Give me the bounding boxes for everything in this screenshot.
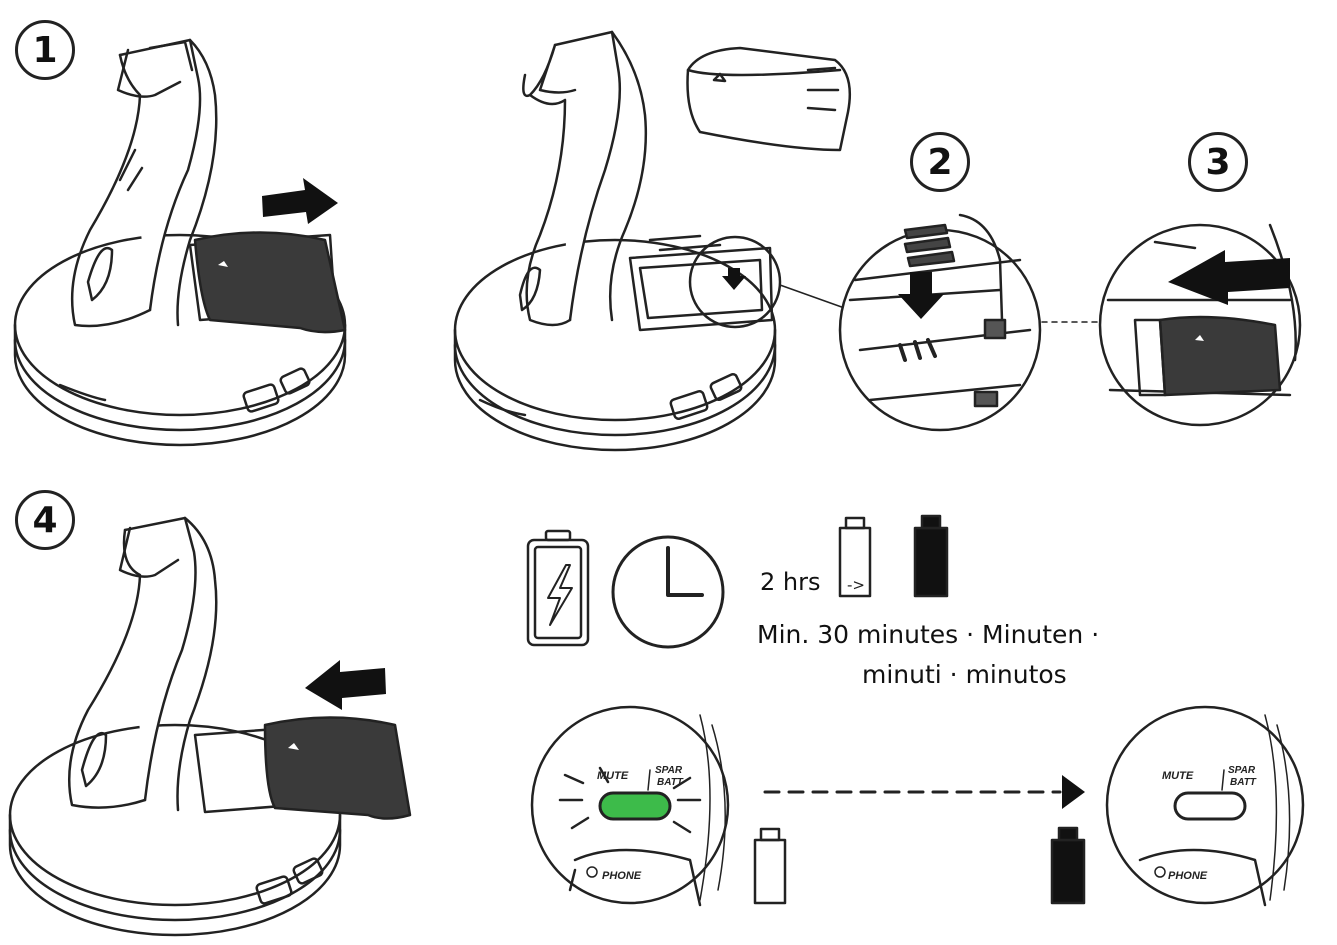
battery-charging-icon	[526, 529, 590, 647]
step-number-2: 2	[910, 132, 970, 192]
right-arrow-icon	[262, 178, 338, 224]
led-indicator-off	[1173, 791, 1247, 821]
spare-label-1: SPAR	[1228, 765, 1256, 776]
loose-battery	[686, 46, 852, 152]
left-arrow-icon	[1168, 250, 1290, 305]
mute-label: MUTE	[597, 770, 629, 782]
battery-arrow: ->	[847, 576, 865, 594]
right-arrow-icon	[1062, 775, 1085, 809]
step-number-1: 1	[15, 20, 75, 80]
battery-full-icon	[1050, 826, 1086, 905]
base-station-step1	[13, 38, 347, 447]
charge-duration: 2 hrs	[760, 568, 821, 596]
battery-full-icon	[913, 514, 949, 598]
left-arrow-icon	[305, 660, 386, 710]
battery-empty-icon	[838, 516, 872, 598]
down-arrow-icon	[898, 272, 944, 319]
minimum-time-line2: minuti · minutos	[862, 660, 1067, 689]
spare-label-2: BATT	[657, 777, 684, 788]
step-number-3: 3	[1188, 132, 1248, 192]
step-number-4: 4	[15, 490, 75, 550]
mute-label: MUTE	[1162, 770, 1194, 782]
battery-empty-icon	[753, 827, 787, 905]
clock-icon	[611, 535, 725, 649]
zoom-insert-circle	[1098, 223, 1302, 427]
zoom-connector-circle	[779, 213, 1042, 432]
spare-label-1: SPAR	[655, 765, 683, 776]
minimum-time-line1: Min. 30 minutes · Minuten ·	[757, 620, 1100, 649]
phone-label: PHONE	[1168, 870, 1208, 882]
indicator-zoom-blinking	[530, 705, 730, 907]
indicator-zoom-off	[1105, 705, 1305, 907]
spare-label-2: BATT	[1230, 777, 1257, 788]
led-indicator	[598, 791, 672, 821]
base-station-step4	[8, 516, 412, 937]
base-station-step2	[453, 30, 782, 452]
phone-label: PHONE	[602, 870, 642, 882]
